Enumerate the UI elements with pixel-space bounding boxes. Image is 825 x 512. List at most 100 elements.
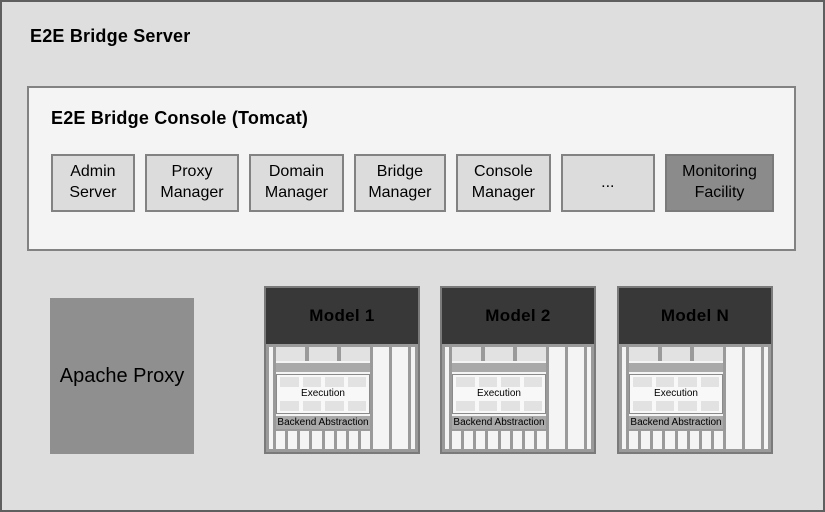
model-main: Execution Backend Abstraction: [276, 347, 371, 449]
backend-abstraction-bar: Backend Abstraction: [276, 416, 370, 429]
model-top-cells: [629, 347, 724, 361]
model-top-cells: [452, 347, 547, 361]
execution-panel: Execution: [629, 374, 723, 414]
adapter-bar: [360, 431, 370, 449]
model-cell: [308, 347, 338, 361]
model-lane: [568, 347, 584, 449]
adapter-bar: [677, 431, 687, 449]
adapter-bar: [536, 431, 546, 449]
adapter-bar: [300, 431, 310, 449]
model-strip: [629, 414, 723, 416]
model-strip: [452, 414, 546, 416]
model-cell: [347, 377, 366, 387]
adapter-bar: [500, 431, 510, 449]
adapter-bar: [276, 431, 286, 449]
component-console-manager: Console Manager: [456, 154, 551, 212]
model-1-body: Execution Backend Abstraction: [266, 344, 418, 452]
model-mid-bar: [629, 363, 723, 372]
model-mid-bar: [276, 363, 370, 372]
backend-adapter-bars: [452, 431, 546, 449]
execution-cells: [633, 401, 719, 411]
backend-adapter-bars: [276, 431, 370, 449]
adapter-bar: [653, 431, 663, 449]
model-cell: [501, 377, 520, 387]
model-cell: [694, 347, 724, 361]
adapter-bar: [336, 431, 346, 449]
adapter-bar: [464, 431, 474, 449]
adapter-bar: [452, 431, 462, 449]
model-cell: [655, 377, 674, 387]
model-cell: [452, 347, 481, 361]
model-cell: [484, 347, 514, 361]
model-lane: [745, 347, 761, 449]
model-cell: [633, 401, 652, 411]
execution-label: Execution: [301, 388, 345, 399]
model-cell: [678, 377, 697, 387]
adapter-bar: [476, 431, 486, 449]
execution-label: Execution: [477, 388, 521, 399]
adapter-bar: [701, 431, 711, 449]
model-box-n: Model N Ex: [617, 286, 773, 454]
model-n-body: Execution Backend Abstraction: [619, 344, 771, 452]
model-cell: [478, 401, 497, 411]
execution-cells: [456, 377, 542, 387]
execution-cells: [456, 401, 542, 411]
model-cell: [523, 377, 542, 387]
adapter-bar: [524, 431, 534, 449]
console-box: E2E Bridge Console (Tomcat) Admin Server…: [27, 86, 796, 251]
adapter-bar: [689, 431, 699, 449]
model-cell: [280, 377, 299, 387]
model-strip: [276, 372, 370, 374]
model-cell: [523, 401, 542, 411]
component-domain-manager: Domain Manager: [249, 154, 344, 212]
model-cell: [478, 377, 497, 387]
backend-adapter-bars: [629, 431, 723, 449]
model-cell: [700, 377, 719, 387]
model-strip: [629, 372, 723, 374]
model-2-title: Model 2: [442, 288, 594, 344]
console-title: E2E Bridge Console (Tomcat): [51, 108, 309, 128]
adapter-bar: [512, 431, 522, 449]
model-cell: [678, 401, 697, 411]
model-lane: [269, 347, 273, 449]
model-strip: [452, 361, 546, 363]
execution-cells: [633, 377, 719, 387]
model-lane: [622, 347, 626, 449]
model-lane: [764, 347, 768, 449]
model-2-body: Execution Backend Abstraction: [442, 344, 594, 452]
model-lane: [549, 347, 565, 449]
backend-abstraction-bar: Backend Abstraction: [452, 416, 546, 429]
model-lane: [373, 347, 389, 449]
execution-cells: [280, 377, 366, 387]
component-bridge-manager: Bridge Manager: [353, 154, 447, 212]
model-main: Execution Backend Abstraction: [452, 347, 547, 449]
adapter-bar: [713, 431, 723, 449]
adapter-bar: [629, 431, 639, 449]
model-cell: [655, 401, 674, 411]
model-cell: [302, 377, 321, 387]
model-1-title: Model 1: [266, 288, 418, 344]
model-lane: [587, 347, 591, 449]
server-title: E2E Bridge Server: [30, 26, 191, 46]
model-cell: [325, 377, 344, 387]
model-cell: [501, 401, 520, 411]
component-ellipsis: ...: [560, 154, 656, 212]
adapter-bar: [288, 431, 298, 449]
component-proxy-manager: Proxy Manager: [144, 154, 240, 212]
model-main: Execution Backend Abstraction: [629, 347, 724, 449]
model-strip: [452, 372, 546, 374]
adapter-bar: [324, 431, 334, 449]
model-cell: [517, 347, 547, 361]
model-cell: [325, 401, 344, 411]
model-cell: [629, 347, 658, 361]
model-cell: [456, 377, 475, 387]
model-strip: [276, 361, 370, 363]
model-box-1: Model 1 Ex: [264, 286, 420, 454]
model-box-2: Model 2 Ex: [440, 286, 596, 454]
model-lane: [445, 347, 449, 449]
adapter-bar: [312, 431, 322, 449]
execution-panel: Execution: [276, 374, 370, 414]
model-lane: [411, 347, 415, 449]
model-n-title: Model N: [619, 288, 771, 344]
